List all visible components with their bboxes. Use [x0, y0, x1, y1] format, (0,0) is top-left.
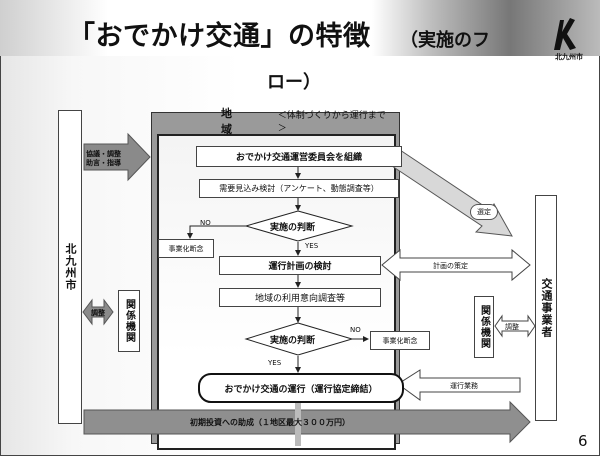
right-related-orgs-box: 関係機関 [474, 296, 494, 358]
page-title: 「おでかけ交通」の特徴 [68, 21, 371, 52]
selection-label: 選定 [470, 204, 498, 220]
right-adjust-arrow-icon [494, 314, 536, 338]
subsidy-label: 初期投資への助成（１地区最大３００万円） [190, 418, 350, 427]
operations-label: 運行業務 [450, 382, 478, 390]
operations-arrow-icon [397, 369, 521, 401]
city-label: 北九州市 [64, 243, 77, 291]
header-band [0, 0, 600, 56]
right-adjust-label: 調整 [505, 323, 519, 331]
left-related-orgs-label: 関係機関 [123, 299, 135, 343]
left-related-orgs-box: 関係機関 [118, 290, 140, 352]
step-service-operation: おでかけ交通の運行（運行協定締結） [198, 373, 404, 403]
logo-label: 北九州市 [555, 53, 583, 61]
title-subtitle-part2: ロー） [267, 72, 321, 93]
operator-column: 交通事業者 [535, 195, 557, 421]
guidance-label: 協議・調整 助言・指導 [86, 150, 121, 167]
title-subtitle-part1: （実施のフ [400, 30, 490, 51]
step-organize-committee: おでかけ交通運営委員会を組織 [196, 146, 402, 167]
plan-making-label: 計画の策定 [433, 262, 468, 270]
no-label-1: NO [200, 219, 211, 227]
step-usage-survey: 地域の利用意向調査等 [219, 288, 381, 307]
left-adjust-arrow-icon [82, 298, 114, 326]
left-adjust-label: 調整 [91, 309, 105, 317]
subsidy-arrow-icon [83, 400, 531, 444]
region-header: 地 域 ＜体制づくりから運行まで＞ [157, 107, 392, 136]
yes-label-2: YES [268, 359, 282, 367]
no-label-2: NO [350, 326, 361, 334]
decision-diamond-2 [244, 322, 354, 356]
page-number: 6 [578, 432, 588, 450]
right-related-orgs-label: 関係機関 [478, 305, 490, 349]
decision-diamond-1 [244, 210, 354, 242]
region-title: 地 域 [221, 107, 240, 136]
step-demand-study: 需要見込み検討（アンケート、動態調査等） [199, 179, 399, 198]
operator-label: 交通事業者 [540, 278, 553, 338]
yes-label-1: YES [305, 242, 319, 250]
step-operation-plan: 運行計画の検討 [219, 256, 381, 275]
city-column: 北九州市 [58, 110, 82, 424]
plan-arrow-icon [381, 248, 531, 282]
kitakyushu-logo-icon [554, 18, 576, 50]
region-subtitle: ＜体制づくりから運行まで＞ [277, 111, 386, 134]
stop-box-1: 事業化断念 [158, 239, 214, 258]
stop-box-2: 事業化断念 [370, 331, 430, 350]
guidance-arrow-icon [83, 132, 151, 182]
decision-2-label: 実施の判断 [270, 336, 316, 346]
decision-1-label: 実施の判断 [270, 223, 316, 233]
selection-arrow-icon [391, 149, 513, 237]
